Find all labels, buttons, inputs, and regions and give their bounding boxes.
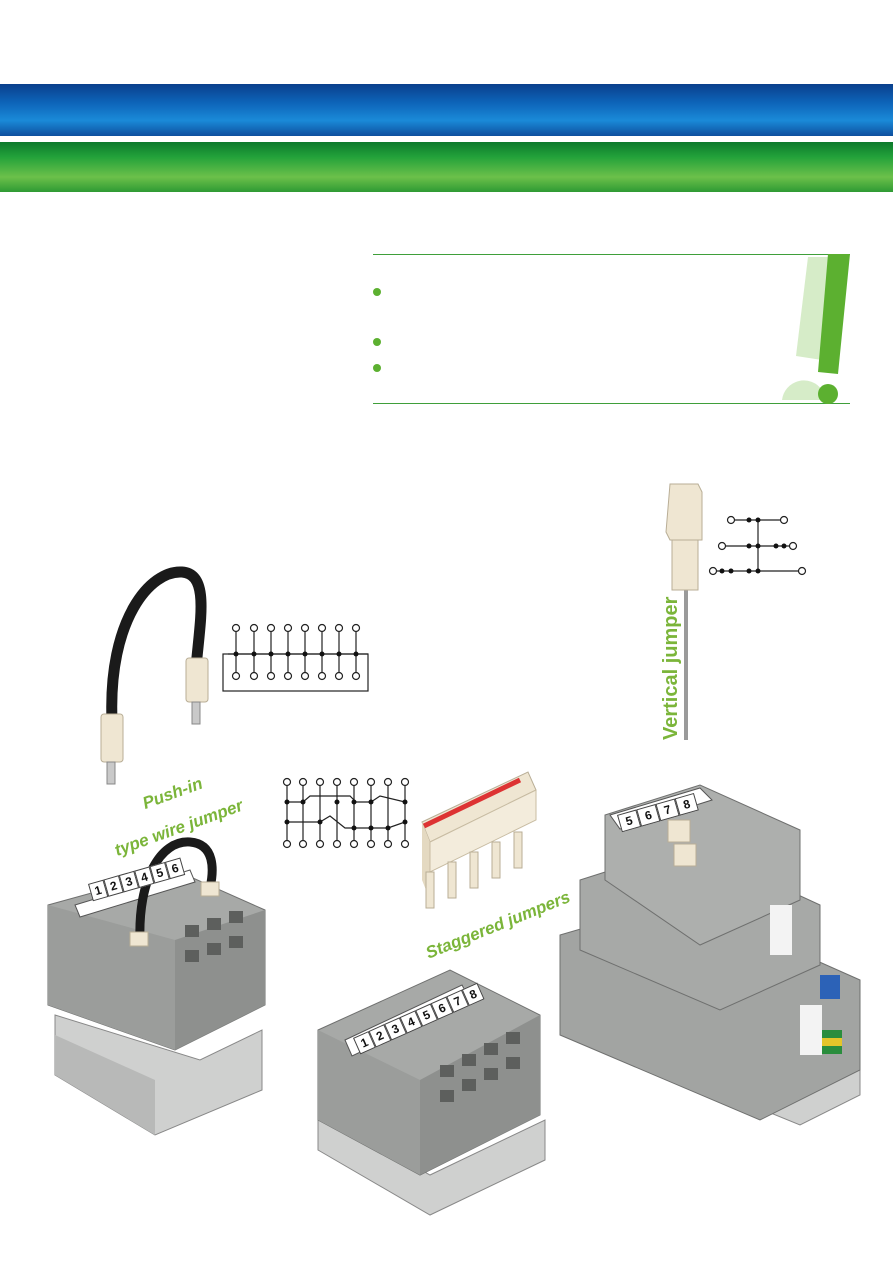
header-green-band <box>0 142 893 192</box>
bullet-1 <box>373 288 381 296</box>
info-bottom-rule <box>373 403 850 404</box>
info-top-rule <box>373 254 850 255</box>
vertical-label: Vertical jumper <box>660 596 682 740</box>
bullet-3 <box>373 364 381 372</box>
info-box <box>373 254 850 404</box>
bullet-2 <box>373 338 381 346</box>
header-blue-band <box>0 84 893 136</box>
